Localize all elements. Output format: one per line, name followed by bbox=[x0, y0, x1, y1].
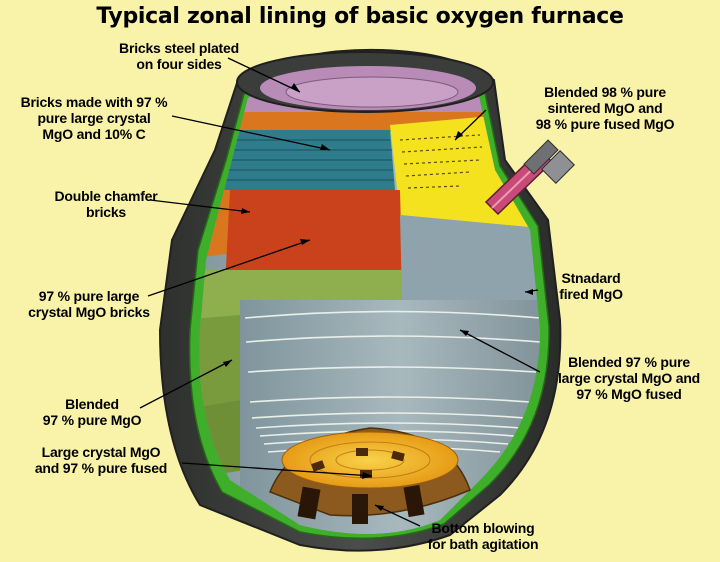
label-large-crystal-fused: Large crystal MgO and 97 % pure fused bbox=[34, 444, 168, 476]
label-blended-97-large-fused: Blended 97 % pure large crystal MgO and … bbox=[557, 354, 701, 402]
label-97-pure-large-crystal: 97 % pure large crystal MgO bricks bbox=[28, 288, 150, 320]
label-standard-fired: Stnadard fired MgO bbox=[559, 270, 623, 302]
label-bricks-97-mgo-c: Bricks made with 97 % pure large crystal… bbox=[20, 94, 168, 142]
diagram-title: Typical zonal lining of basic oxygen fur… bbox=[96, 4, 624, 29]
label-blended-97-mgo: Blended 97 % pure MgO bbox=[42, 396, 142, 428]
zone-grey-right-upper bbox=[400, 215, 540, 300]
label-bricks-steel-plated: Bricks steel plated on four sides bbox=[119, 40, 239, 72]
label-double-chamfer: Double chamfer bricks bbox=[54, 188, 158, 220]
oxygen-tuyere-pipe bbox=[484, 139, 575, 216]
bottom-yellow-disc bbox=[281, 431, 459, 489]
leader-lines bbox=[139, 57, 541, 527]
label-bottom-blowing: Bottom blowing for bath agitation bbox=[427, 520, 539, 552]
label-blended-98-sintered: Blended 98 % pure sintered MgO and 98 % … bbox=[535, 84, 675, 132]
zone-red-orange bbox=[225, 190, 402, 285]
